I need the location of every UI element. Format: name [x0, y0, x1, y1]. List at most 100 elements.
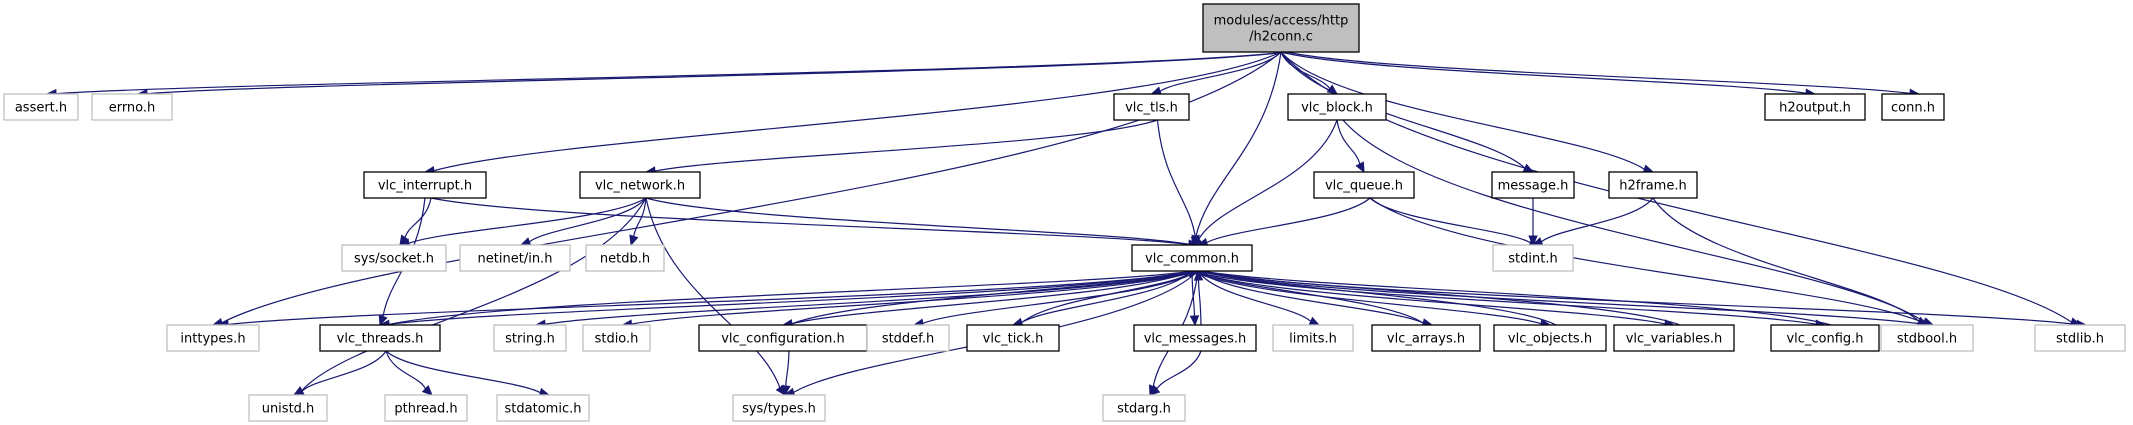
node-vlc-network[interactable]: vlc_network.h	[579, 171, 701, 199]
node-pthread: pthread.h	[384, 394, 468, 422]
edge-vlc_network-to-vlc_common	[645, 197, 1200, 249]
node-label: vlc_arrays.h	[1387, 332, 1465, 347]
edge-vlc_common-to-inttypes	[217, 270, 1199, 330]
edge-vlc_tls-to-vlc_common	[1156, 119, 1200, 247]
node-h2frame[interactable]: h2frame.h	[1608, 171, 1698, 199]
node-label: sys/socket.h	[354, 252, 434, 267]
edge-vlc_network-to-netdb	[629, 197, 647, 247]
node-sys-types: sys/types.h	[732, 394, 826, 422]
node-h2conn[interactable]: modules/access/http/h2conn.c	[1202, 3, 1360, 53]
edge-vlc_interrupt-to-sys_socket	[399, 197, 432, 247]
node-label: vlc_network.h	[595, 179, 685, 194]
edge-h2frame-to-stdint	[1531, 197, 1654, 246]
node-label: stdatomic.h	[505, 402, 582, 417]
node-label: stdio.h	[595, 332, 639, 347]
edge-h2conn-to-conn	[1286, 51, 1921, 99]
edge-vlc_block-to-vlc_queue	[1336, 119, 1365, 174]
node-vlc-variables[interactable]: vlc_variables.h	[1613, 324, 1735, 352]
node-vlc-config[interactable]: vlc_config.h	[1770, 324, 1880, 352]
node-netinet-in: netinet/in.h	[459, 244, 571, 272]
edge-h2conn-to-h2output	[1280, 51, 1817, 99]
node-label: stdlib.h	[2056, 332, 2104, 347]
node-label: vlc_interrupt.h	[378, 179, 472, 194]
node-conn[interactable]: conn.h	[1881, 93, 1945, 121]
edge-vlc_messages-to-stdarg	[1149, 350, 1202, 396]
edge-vlc_network-to-sys_types	[645, 197, 786, 397]
edge-vlc_threads-to-stdatomic	[385, 350, 551, 398]
node-label: vlc_block.h	[1301, 101, 1373, 116]
node-vlc-messages[interactable]: vlc_messages.h	[1133, 324, 1257, 352]
node-label: inttypes.h	[180, 332, 245, 347]
node-vlc-arrays[interactable]: vlc_arrays.h	[1371, 324, 1481, 352]
node-label: stddef.h	[882, 332, 934, 347]
node-string: string.h	[493, 324, 567, 352]
edge-vlc_arrays-to-vlc_common	[1190, 268, 1427, 326]
node-vlc-objects[interactable]: vlc_objects.h	[1493, 324, 1607, 352]
node-vlc-common[interactable]: vlc_common.h	[1131, 244, 1253, 272]
node-label: stdbool.h	[1897, 332, 1957, 347]
edge-vlc_queue-to-stdint	[1369, 197, 1541, 248]
node-label: modules/access/http	[1214, 14, 1349, 29]
node-sys-socket: sys/socket.h	[341, 244, 447, 272]
edge-vlc_threads-to-pthread	[385, 350, 433, 396]
node-stdio: stdio.h	[582, 324, 651, 352]
node-label: message.h	[1498, 179, 1569, 194]
node-label: vlc_tls.h	[1125, 101, 1178, 116]
node-vlc-tick[interactable]: vlc_tick.h	[966, 324, 1060, 352]
node-vlc-configuration[interactable]: vlc_configuration.h	[698, 324, 868, 352]
node-label: vlc_variables.h	[1626, 332, 1723, 347]
edge-vlc_queue-to-stdbool	[1369, 197, 1935, 328]
node-label: stdint.h	[1508, 252, 1557, 267]
edge-vlc_interrupt-to-vlc_common	[430, 197, 1200, 250]
edge-vlc_threads-to-vlc_common	[385, 266, 1200, 326]
node-stdlib: stdlib.h	[2034, 324, 2126, 352]
node-label: limits.h	[1289, 332, 1337, 347]
node-message[interactable]: message.h	[1491, 171, 1575, 199]
node-label: vlc_queue.h	[1325, 179, 1403, 194]
node-label: vlc_threads.h	[337, 332, 424, 347]
node-label: unistd.h	[262, 402, 315, 417]
node-label: h2frame.h	[1619, 179, 1686, 194]
node-label: vlc_config.h	[1786, 332, 1863, 347]
node-label: h2output.h	[1779, 101, 1851, 116]
node-inttypes: inttypes.h	[166, 324, 260, 352]
node-label: vlc_common.h	[1145, 252, 1239, 267]
node-unistd: unistd.h	[248, 394, 328, 422]
edge-h2conn-to-assert	[45, 51, 1288, 99]
node-label: vlc_tick.h	[983, 332, 1044, 347]
node-errno: errno.h	[91, 93, 173, 121]
node-label: errno.h	[109, 101, 156, 116]
node-vlc-tls[interactable]: vlc_tls.h	[1113, 93, 1190, 121]
node-assert: assert.h	[3, 93, 79, 121]
node-label: pthread.h	[394, 402, 457, 417]
node-label: vlc_objects.h	[1508, 332, 1592, 347]
edge-vlc_tls-to-vlc_network	[644, 119, 1158, 176]
edge-vlc_threads-to-unistd	[292, 350, 387, 396]
node-label: netinet/in.h	[478, 252, 553, 267]
node-h2output[interactable]: h2output.h	[1764, 93, 1866, 121]
node-label: netdb.h	[600, 252, 650, 267]
node-stdbool: stdbool.h	[1880, 324, 1974, 352]
node-stdatomic: stdatomic.h	[496, 394, 590, 422]
node-label: stdarg.h	[1117, 402, 1171, 417]
edge-vlc_configuration-to-sys_types	[781, 350, 791, 397]
edge-vlc_network-to-netinet_in	[519, 197, 647, 247]
edge-vlc_queue-to-vlc_common	[1196, 197, 1371, 248]
node-vlc-block[interactable]: vlc_block.h	[1287, 93, 1387, 121]
edge-message-to-stdint	[1528, 198, 1538, 247]
node-vlc-interrupt[interactable]: vlc_interrupt.h	[363, 171, 487, 199]
node-limits: limits.h	[1272, 324, 1354, 352]
nodes-layer: modules/access/http/h2conn.c assert.h errn…	[3, 3, 2126, 422]
node-vlc-threads[interactable]: vlc_threads.h	[319, 324, 441, 352]
node-label: assert.h	[15, 101, 67, 116]
node-stdint: stdint.h	[1492, 244, 1574, 272]
edge-vlc_network-to-unistd	[292, 197, 647, 396]
node-netdb: netdb.h	[585, 244, 665, 272]
node-label: conn.h	[1891, 101, 1935, 116]
node-vlc-queue[interactable]: vlc_queue.h	[1313, 171, 1415, 199]
node-label: /h2conn.c	[1249, 30, 1313, 45]
node-stddef: stddef.h	[866, 324, 950, 352]
node-stdarg: stdarg.h	[1102, 394, 1186, 422]
node-label: vlc_configuration.h	[721, 332, 845, 347]
